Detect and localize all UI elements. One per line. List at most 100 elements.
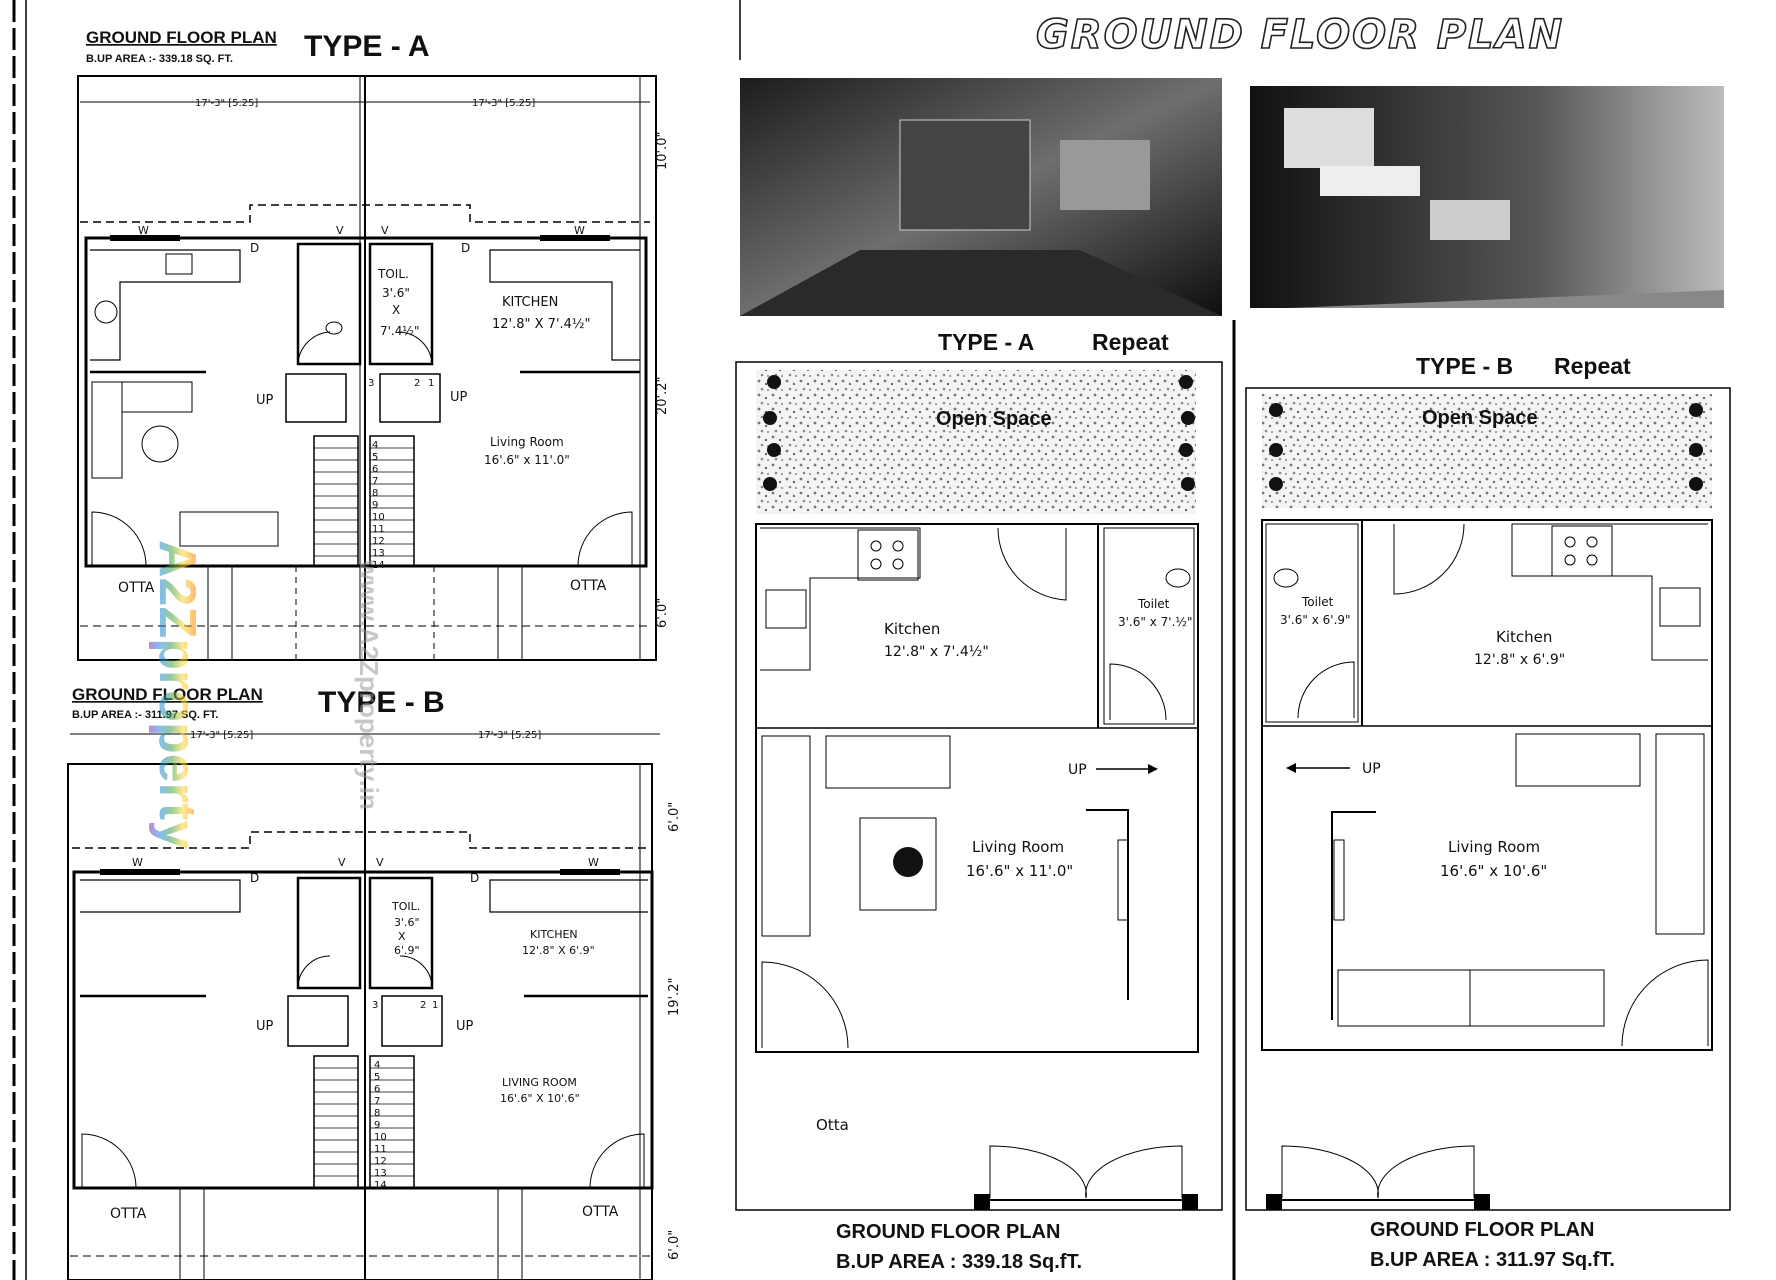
svg-text:3: 3 <box>372 1000 378 1011</box>
type-b-up-left: UP <box>256 1019 274 1034</box>
svg-text:4: 4 <box>372 440 378 451</box>
svg-text:8: 8 <box>372 488 378 499</box>
svg-text:TOIL.: TOIL. <box>391 900 420 913</box>
type-b-plan-label: TYPE - B <box>1416 353 1513 379</box>
svg-text:7'.4½": 7'.4½" <box>380 324 420 338</box>
svg-text:3'.6": 3'.6" <box>394 916 420 929</box>
svg-text:TOIL.: TOIL. <box>377 267 409 281</box>
type-b-footer-area: B.UP AREA : 311.97 Sq.fT. <box>1370 1249 1615 1271</box>
type-a-label: TYPE - A <box>304 30 430 63</box>
type-a-otta-label: Otta <box>816 1116 849 1134</box>
type-b-open-space-label: Open Space <box>1422 407 1538 429</box>
type-b-footer-title: GROUND FLOOR PLAN <box>1370 1219 1594 1241</box>
type-b-toilet-label: TOIL. 3'.6" X 6'.9" <box>391 900 420 957</box>
type-b-toilet-room: Toilet <box>1301 595 1334 609</box>
watermark-brand: A2Zproperty www.A2Zproperty.in <box>148 540 384 849</box>
type-a-dim-width-right: 17'-3" [5.25] <box>472 98 535 109</box>
svg-text:7: 7 <box>374 1096 380 1107</box>
svg-text:3'.6": 3'.6" <box>382 286 410 300</box>
type-a-door-right: D <box>461 241 470 255</box>
svg-text:13: 13 <box>374 1168 387 1179</box>
type-a-footer-title: GROUND FLOOR PLAN <box>836 1221 1060 1243</box>
svg-text:14: 14 <box>374 1180 387 1191</box>
type-a-open-space-label: Open Space <box>936 408 1052 430</box>
svg-text:8: 8 <box>374 1108 380 1119</box>
type-b-dim-width-right: 17'-3" [5.25] <box>478 730 541 741</box>
svg-text:10: 10 <box>372 512 385 523</box>
type-b-kitchen-label: KITCHEN <box>530 928 578 941</box>
type-b-dim-front: 6'.0" <box>667 802 682 832</box>
svg-text:9: 9 <box>374 1120 380 1131</box>
type-b-living-room: Living Room <box>1448 838 1540 856</box>
scan-edge <box>12 0 741 1280</box>
type-a-otta-right: OTTA <box>570 578 607 594</box>
type-a-heading: GROUND FLOOR PLAN <box>86 28 277 47</box>
svg-text:11: 11 <box>374 1144 387 1155</box>
svg-text:2: 2 <box>414 378 420 389</box>
type-a-kitchen-label: KITCHEN <box>502 295 558 310</box>
type-b-vent-right: V <box>376 856 384 869</box>
type-b-door-right: D <box>470 871 479 885</box>
type-b-living-dims: 16'.6" x 10'.6" <box>1440 862 1547 880</box>
type-a-door-left: D <box>250 241 259 255</box>
svg-text:5: 5 <box>372 452 378 463</box>
type-a-kitchen-size: 12'.8" X 7'.4½" <box>492 317 591 332</box>
svg-text:7: 7 <box>372 476 378 487</box>
type-b-dim-width-left: 17'-3" [5.25] <box>190 730 253 741</box>
type-a-window-left: W <box>138 224 149 237</box>
type-a-living-label: Living Room <box>490 435 564 449</box>
type-a-kitchen-room: Kitchen <box>884 620 940 638</box>
type-b-window-left: W <box>132 856 143 869</box>
type-b-stair-numbers: 4 5 6 7 8 9 10 11 12 13 14 <box>374 1060 387 1191</box>
type-a-toilet-label: TOIL. 3'.6" X 7'.4½" <box>377 267 420 338</box>
type-a-footer-area: B.UP AREA : 339.18 Sq.fT. <box>836 1251 1082 1273</box>
type-a-vent-left: V <box>336 224 344 237</box>
svg-text:6: 6 <box>372 464 378 475</box>
type-b-up-right: UP <box>456 1019 474 1034</box>
type-b-dim-otta: 6'.0" <box>667 1230 682 1260</box>
type-b-kitchen-dims: 12'.8" x 6'.9" <box>1474 652 1565 668</box>
type-b-up-label: UP <box>1362 761 1381 777</box>
svg-text:6: 6 <box>374 1084 380 1095</box>
svg-text:14: 14 <box>372 560 385 571</box>
type-a-kitchen-dims: 12'.8" x 7'.4½" <box>884 644 989 660</box>
type-b-label: TYPE - B <box>318 686 445 719</box>
svg-text:www.A2Zproperty.in: www.A2Zproperty.in <box>354 559 384 810</box>
type-b-window-right: W <box>588 856 599 869</box>
type-a-living-size: 16'.6" x 11'.0" <box>484 453 570 467</box>
type-b-living-size: 16'.6" X 10'.6" <box>500 1092 580 1105</box>
type-a-toilet-room: Toilet <box>1137 597 1170 611</box>
type-a-area: B.UP AREA :- 339.18 SQ. FT. <box>86 53 233 65</box>
svg-text:3: 3 <box>368 378 374 389</box>
type-a-dim-depth: 20'.2" <box>655 377 670 416</box>
svg-text:11: 11 <box>372 524 385 535</box>
type-a-stair-numbers: 4 5 6 7 8 9 10 11 12 13 14 <box>372 440 385 571</box>
type-a-cad-plan: GROUND FLOOR PLAN B.UP AREA :- 339.18 SQ… <box>77 28 670 661</box>
svg-text:4: 4 <box>374 1060 380 1071</box>
type-a-plan-label: TYPE - A <box>938 329 1034 355</box>
svg-text:9: 9 <box>372 500 378 511</box>
type-b-vent-left: V <box>338 856 346 869</box>
svg-text:A2Zproperty: A2Zproperty <box>148 540 206 849</box>
type-a-living-room: Living Room <box>972 838 1064 856</box>
type-b-area: B.UP AREA :- 311.97 SQ. FT. <box>72 709 218 721</box>
type-a-staircase <box>285 373 441 567</box>
svg-text:X: X <box>392 303 400 317</box>
type-a-presentation-plan: TYPE - A Repeat Open Space Kitchen 12'.8… <box>735 329 1223 1273</box>
svg-text:1: 1 <box>428 378 434 389</box>
type-b-open-space <box>1262 394 1712 508</box>
type-b-otta-left: OTTA <box>110 1206 147 1222</box>
type-b-living-label: LIVING ROOM <box>502 1076 577 1089</box>
plants <box>1269 403 1703 491</box>
type-a-dim-width-left: 17'-3" [5.25] <box>195 98 258 109</box>
interior-photo-living <box>740 78 1222 316</box>
type-a-living-dims: 16'.6" x 11'.0" <box>966 862 1073 880</box>
type-b-otta-right: OTTA <box>582 1204 619 1220</box>
svg-text:12: 12 <box>372 536 385 547</box>
type-a-dim-front: 10'.0" <box>655 132 670 171</box>
interior-photo-kitchen <box>1250 86 1724 308</box>
sheet-title: GROUND FLOOR PLAN <box>1036 12 1564 58</box>
type-b-toilet-dims: 3'.6" x 6'.9" <box>1280 613 1351 627</box>
type-a-vent-right: V <box>381 224 389 237</box>
